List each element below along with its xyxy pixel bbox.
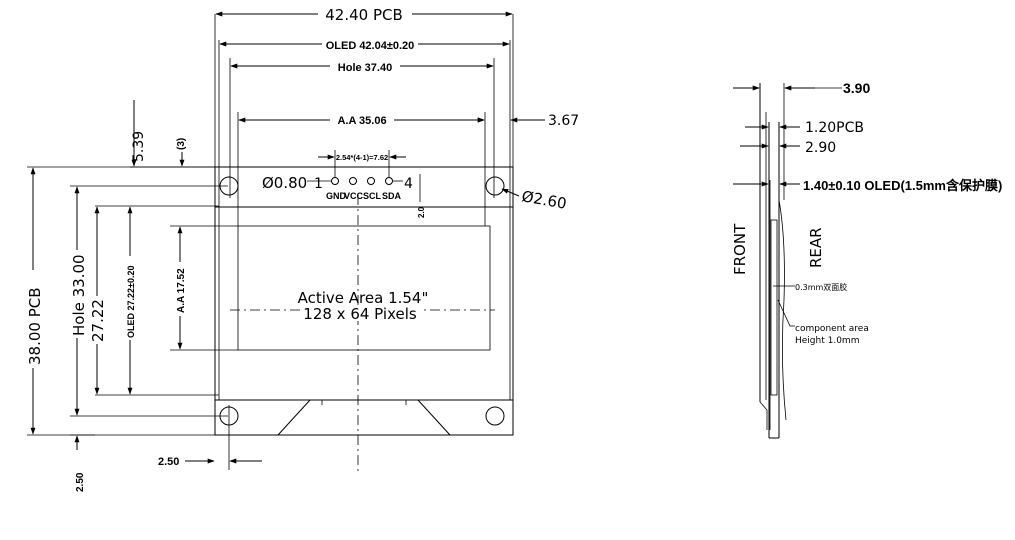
pin-pitch-label: 2.54*(4-1)=7.62 (336, 153, 388, 162)
pin-sda-label: SDA (382, 191, 402, 201)
rear-label: REAR (807, 227, 825, 268)
component-area (770, 219, 778, 396)
resolution-label: 128 x 64 Pixels (303, 305, 417, 323)
pin-4 (385, 177, 393, 185)
oled-width-label: OLED 42.04±0.20 (326, 40, 415, 52)
pin-length-label: 2.0 (417, 206, 426, 218)
component-height-note: Height 1.0mm (795, 336, 859, 346)
pin-ref-label: (3) (176, 138, 187, 150)
mount-hole-dia-label: Ø2.60 (520, 187, 568, 213)
pcb-thickness-label: 1.20PCB (805, 120, 864, 136)
pcb-outline (214, 166, 514, 436)
pin-scl-label: SCL (363, 191, 382, 201)
total-thickness-label: 3.90 (843, 80, 870, 96)
bottom-offset-label: 2.50 (75, 472, 86, 492)
edge-offset-label: 3.67 (548, 113, 579, 129)
oled-height-label: OLED 27.22±0.20 (126, 266, 136, 338)
height-2-90-label: 2.90 (805, 140, 836, 156)
mount-hole-top-right (485, 176, 505, 196)
hole-height-label: Hole 33.00 (70, 254, 88, 336)
aa-height-label: A.A 17.52 (176, 268, 187, 313)
pin-gnd-label: GND (326, 191, 347, 201)
pin-4-label: 4 (404, 176, 413, 192)
mount-hole-bottom-right (485, 406, 505, 426)
hole-spacing-label: Hole 37.40 (338, 62, 392, 74)
active-area-label: Active Area 1.54" (298, 289, 429, 307)
pcb-width-label: 42.40 PCB (325, 6, 403, 24)
pcb-height-label: 38.00 PCB (26, 287, 44, 365)
flex-cable (277, 399, 451, 436)
component-area-note: component area (795, 324, 869, 334)
pin-2 (349, 177, 357, 185)
film-note: 0.3mm双面胶 (795, 282, 847, 292)
side-offset-label: 2.50 (158, 456, 179, 468)
pin-vcc-label: VCC (344, 191, 364, 201)
pin-3 (367, 177, 375, 185)
pin-hole-dia-label: Ø0.80 (262, 174, 307, 192)
front-label: FRONT (731, 223, 749, 275)
active-area-rect (237, 225, 491, 351)
pin-1-label: 1 (314, 176, 323, 192)
top-offset-label: 5.39 (131, 131, 147, 162)
front-view: 42.40 PCB OLED 42.04±0.20 Hole 37.40 A.A… (25, 5, 579, 492)
inner-height-label: 27.22 (89, 299, 107, 342)
pin-1 (331, 177, 339, 185)
side-view: 3.90 1.20PCB 2.90 1.40±0.10 OLED(1.5mm含保… (731, 80, 1002, 439)
aa-width-label: A.A 35.06 (337, 115, 386, 127)
oled-thickness-label: 1.40±0.10 OLED(1.5mm含保护膜) (803, 178, 1002, 193)
